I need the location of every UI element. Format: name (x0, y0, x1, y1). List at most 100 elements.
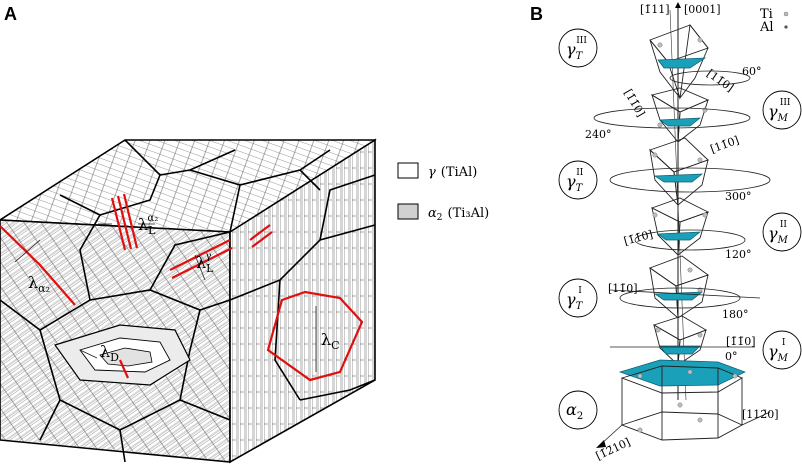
red-lamella (116, 195, 133, 250)
angle-0: 0° (725, 350, 738, 363)
hex-basal-plane (618, 359, 746, 387)
arrow-lambda-d (79, 349, 98, 359)
dir-label: [11̄0] (608, 282, 638, 295)
grain-boundary (274, 279, 301, 401)
cell-side (677, 211, 709, 256)
grain-boundary (229, 224, 376, 301)
grain-boundary (99, 174, 161, 216)
red-lamella (110, 197, 127, 251)
variant-circle-gt-ii (558, 160, 598, 200)
rotation-ellipse (619, 287, 741, 309)
red-boundary (0, 225, 76, 306)
rotation-angles: 60° 240° 300° 120° 180° 0° (585, 65, 762, 363)
panel-a: A (0, 4, 489, 464)
label-lambda-l-alpha2: λLα₂ (138, 213, 158, 237)
axis-arrowhead (675, 2, 681, 8)
variant-gm-i: γMI (768, 338, 789, 364)
label-lambda-c: λC (321, 330, 340, 352)
grain-boundary (0, 289, 231, 331)
grain-boundary (39, 399, 61, 441)
colony-lambda-c (266, 290, 364, 382)
dir-top-left: [1̄11] (640, 3, 670, 16)
cell-plane (653, 291, 704, 301)
angle-180: 180° (722, 308, 749, 321)
dir-label: [11̄0] (709, 133, 741, 155)
arrow-lambda-alpha2 (14, 239, 41, 263)
atom-al-icon (784, 25, 788, 29)
variant-circle-alpha2 (558, 390, 598, 430)
legend-swatch-gamma (397, 162, 419, 179)
unit-cell-stack (649, 23, 710, 366)
grain-boundary (179, 399, 231, 421)
grain-boundary (319, 174, 376, 241)
phase-legend: γ(TiAl) α2(Ti₃Al) (397, 162, 489, 223)
dir-label: [112̄0] (742, 408, 779, 421)
rotation-ellipse (609, 167, 771, 193)
atom-legend-ti: Ti (760, 7, 773, 22)
grain-boundary (189, 149, 331, 186)
cell-plane (659, 345, 701, 355)
grain-boundary (229, 184, 241, 233)
dir-top-right: [0001] (684, 3, 721, 16)
angle-240: 240° (585, 128, 612, 141)
rotation-ellipse (669, 70, 751, 86)
angle-300: 300° (725, 190, 752, 203)
cell-top (649, 255, 709, 287)
microstructure-block (0, 138, 377, 464)
grain-boundary (59, 194, 101, 216)
cell-plane (653, 173, 704, 183)
cell-plane (659, 117, 702, 127)
rotation-ellipses (593, 70, 771, 348)
variant-gt-i: γTI (566, 286, 584, 312)
variant-alpha2: α2 (566, 400, 583, 422)
cell-plane (657, 57, 707, 69)
red-lamella (118, 359, 130, 379)
cell-side (651, 93, 681, 144)
grain-boundary (79, 214, 101, 301)
alpha2-hex-cell (596, 359, 771, 448)
cell-top (649, 137, 709, 173)
variant-labels: γTIII γMIII γTII γMII γTI γMI α2 (558, 28, 802, 430)
panel-a-letter: A (4, 4, 17, 24)
rotation-axis-line (609, 289, 761, 299)
grain-boundary (149, 231, 231, 291)
grain-boundary (39, 309, 201, 431)
cell-side (675, 274, 709, 319)
variant-circle-gm-i (762, 330, 802, 370)
rotation-ellipse (634, 229, 746, 251)
variant-gt-iii: γTIII (566, 36, 587, 62)
dir-label: [1̄1̄0] (622, 228, 654, 248)
red-lamella (122, 193, 139, 249)
panel-b: B [1̄11] [0001] Ti Al (530, 2, 802, 463)
dir-label: [1̄1̄0] (621, 87, 647, 119)
arrow-lambda-l-gamma (194, 254, 206, 281)
variant-gm-ii: γMII (768, 220, 789, 246)
grain-boundary (124, 139, 236, 176)
legend-label-gamma: γ(TiAl) (428, 165, 477, 180)
red-lamella (169, 239, 231, 271)
red-lamella (171, 247, 233, 279)
cell-top (650, 197, 710, 223)
hex-bottom (620, 411, 744, 441)
legend-label-alpha2: α2(Ti₃Al) (428, 206, 489, 223)
grain-boundary (299, 169, 321, 191)
rotation-ellipse (593, 107, 751, 129)
variant-circle-gm-ii (762, 212, 802, 252)
dir-label: [1̄2̄10] (594, 435, 633, 462)
label-lambda-alpha2: λα₂ (28, 273, 50, 295)
legend-swatch-alpha2 (397, 203, 419, 220)
variant-circle-gt-iii (558, 28, 598, 68)
grain-boundary (119, 429, 126, 463)
variant-circle-gm-iii (762, 90, 802, 130)
dir-label: [1̄1̄0] (726, 335, 756, 348)
variant-circle-gt-i (558, 278, 598, 318)
label-lambda-l-gamma: λLγ (196, 251, 214, 275)
red-lamella (249, 224, 271, 241)
variant-gt-ii: γTII (566, 168, 584, 194)
panel-b-letter: B (530, 4, 543, 24)
cell-plane (657, 231, 702, 241)
red-lamella (251, 231, 273, 248)
angle-60: 60° (742, 65, 762, 78)
atoms (637, 37, 738, 433)
